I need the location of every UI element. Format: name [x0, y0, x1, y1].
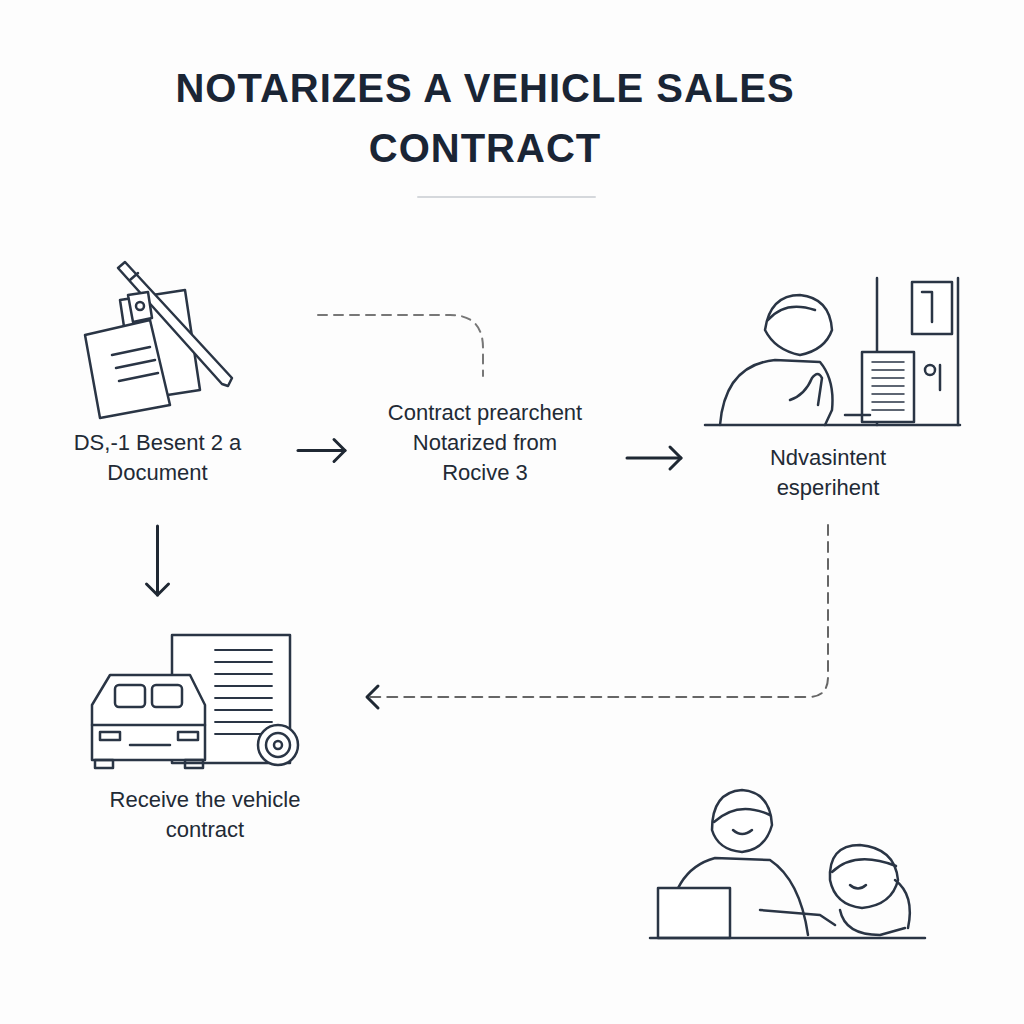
document-pen-icon — [85, 262, 232, 418]
step-label: Contract prearchent Notarized from Rociv… — [385, 398, 585, 488]
flow-arrow — [298, 440, 345, 462]
diagram-title: NOTARIZES A VEHICLE SALES CONTRACT — [95, 58, 875, 178]
step-node: DS,-1 Besent 2 a Document — [55, 428, 260, 488]
dashed-guide — [318, 315, 483, 376]
step-label: DS,-1 Besent 2 a Document — [55, 428, 260, 488]
step-node: Receive the vehicle contract — [105, 625, 305, 845]
car-contract-icon — [92, 635, 298, 768]
title-rule — [418, 196, 595, 198]
step-label: Receive the vehicle contract — [105, 785, 305, 845]
flow-arrow — [627, 447, 681, 469]
dashed-return-arrow — [367, 525, 828, 708]
people-at-laptop-illustration — [650, 790, 925, 938]
step-node: Contract prearchent Notarized from Rociv… — [385, 398, 585, 488]
worker-at-desk-icon — [705, 278, 960, 425]
step-label: Ndvasintent esperihent — [743, 443, 913, 503]
flow-arrow — [147, 526, 169, 595]
step-node: Ndvasintent esperihent — [743, 443, 913, 503]
